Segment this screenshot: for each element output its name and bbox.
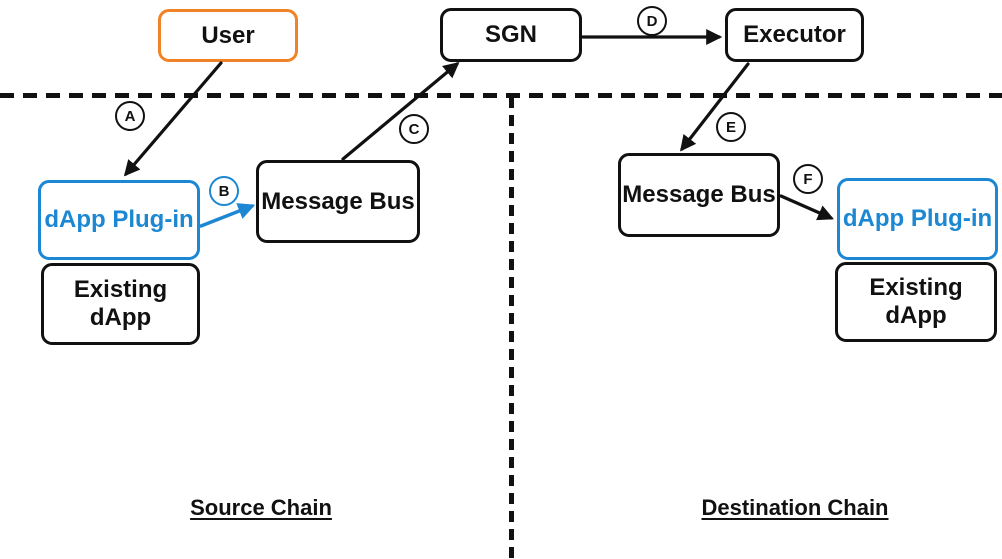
step-e-badge: E — [716, 112, 746, 142]
dest-message-bus-box: Message Bus — [618, 153, 780, 237]
step-c-badge: C — [399, 114, 429, 144]
destination-chain-label: Destination Chain — [701, 495, 889, 520]
user-box: User — [158, 9, 298, 62]
offchain-onchain-divider-line — [0, 93, 1002, 98]
step-d-badge: D — [637, 6, 667, 36]
source-chain-label: Source Chain — [190, 495, 332, 520]
sgn-box: SGN — [440, 8, 582, 62]
arrow-f-message-bus-to-dapp-plugin — [779, 194, 834, 221]
source-message-bus-box: Message Bus — [256, 160, 420, 243]
arrow-c-message-bus-to-sgn — [341, 61, 460, 161]
arrow-a-user-to-dapp-plugin — [123, 61, 223, 177]
arrow-e-executor-to-message-bus — [680, 62, 750, 152]
step-b-badge: B — [209, 176, 239, 206]
source-dapp-plugin-box: dApp Plug-in — [38, 180, 200, 260]
source-existing-dapp-box: Existing dApp — [41, 263, 200, 345]
source-destination-divider-line — [509, 97, 514, 559]
step-f-badge: F — [793, 164, 823, 194]
dest-existing-dapp-box: Existing dApp — [835, 262, 997, 342]
step-a-badge: A — [115, 101, 145, 131]
executor-box: Executor — [725, 8, 864, 62]
arrow-b-dapp-plugin-to-message-bus — [199, 203, 256, 228]
dest-dapp-plugin-box: dApp Plug-in — [837, 178, 998, 260]
